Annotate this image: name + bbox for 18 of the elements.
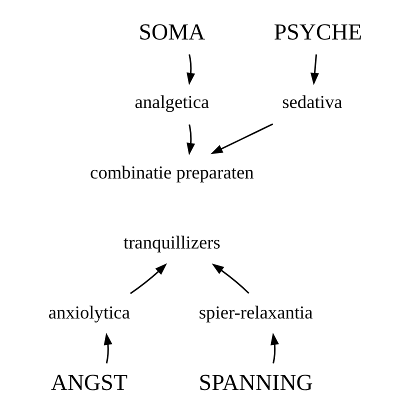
arrow [211, 264, 249, 294]
arrow [270, 332, 278, 364]
node-text: PSYCHE [273, 19, 362, 44]
node-text: analgetica [134, 92, 209, 112]
arrow [210, 123, 273, 154]
arrow [186, 54, 195, 86]
node-text: anxiolytica [48, 302, 130, 323]
node-text: spier-relaxantia [198, 302, 312, 323]
node-text: combinatie preparaten [90, 162, 254, 182]
arrow [103, 332, 112, 364]
node-text: sedativa [282, 92, 342, 112]
node-text: SOMA [138, 19, 205, 44]
arrow [186, 124, 195, 156]
arrow [130, 263, 167, 294]
node-text: ANGST [50, 370, 127, 396]
node-text: SPANNING [198, 370, 312, 396]
node-text: tranquillizers [122, 232, 220, 252]
arrow [310, 54, 318, 86]
